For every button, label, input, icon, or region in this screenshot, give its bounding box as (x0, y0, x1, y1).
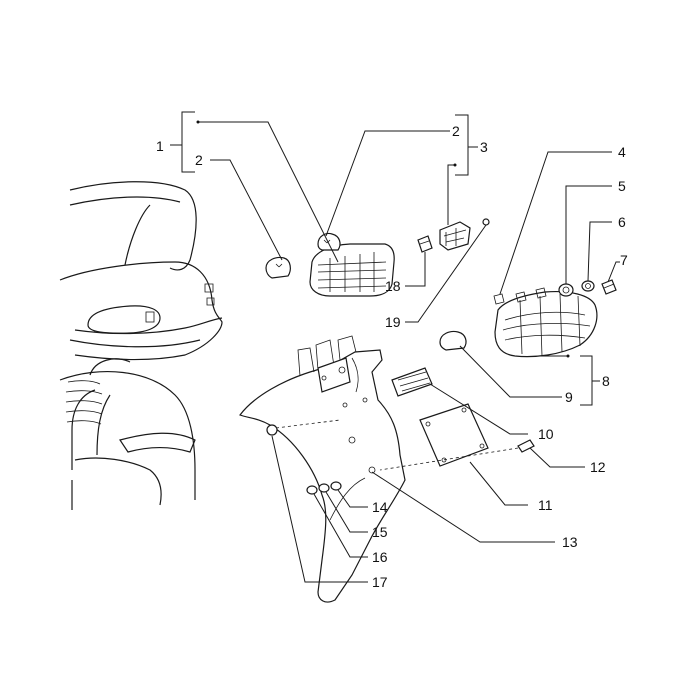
leader-lines (170, 111, 620, 583)
callout-3: 3 (480, 139, 488, 155)
nut-14 (330, 481, 342, 491)
screw-19 (482, 218, 490, 226)
callout-labels: 1 2 2 3 4 5 6 7 8 9 10 11 12 13 14 15 16… (156, 123, 628, 590)
callout-6: 6 (618, 214, 626, 230)
plate-11 (419, 403, 489, 467)
callout-2a: 2 (195, 152, 203, 168)
callout-12: 12 (590, 459, 606, 475)
callout-8: 8 (602, 373, 610, 389)
callout-18: 18 (385, 278, 401, 294)
reflector-housing (439, 221, 471, 251)
callout-13: 13 (562, 534, 578, 550)
callout-11: 11 (538, 497, 553, 513)
light-assembly-left (309, 232, 395, 297)
grommet-5 (558, 283, 574, 297)
tail-light-assembly (493, 287, 598, 358)
bulb-left (265, 256, 291, 279)
screw-7 (601, 279, 617, 295)
callout-15: 15 (372, 524, 388, 540)
callout-5: 5 (618, 178, 626, 194)
callout-2b: 2 (452, 123, 460, 139)
callout-4: 4 (618, 144, 626, 160)
callout-14: 14 (372, 499, 388, 515)
callout-9: 9 (565, 389, 573, 405)
callout-16: 16 (372, 549, 388, 565)
callout-10: 10 (538, 426, 554, 442)
callout-1: 1 (156, 138, 164, 154)
bulb-9 (439, 330, 467, 351)
callout-19: 19 (385, 314, 401, 330)
washer-6 (581, 280, 595, 292)
license-plate-holder (239, 335, 406, 603)
screw-12 (379, 439, 535, 471)
nut-17 (266, 419, 341, 436)
clip-18 (417, 235, 433, 253)
washer-15 (318, 483, 330, 493)
callout-7: 7 (620, 252, 628, 268)
reflector-10 (391, 367, 433, 397)
scooter-body-outline (59, 181, 223, 510)
washer-16 (306, 485, 318, 495)
callout-17: 17 (372, 574, 388, 590)
